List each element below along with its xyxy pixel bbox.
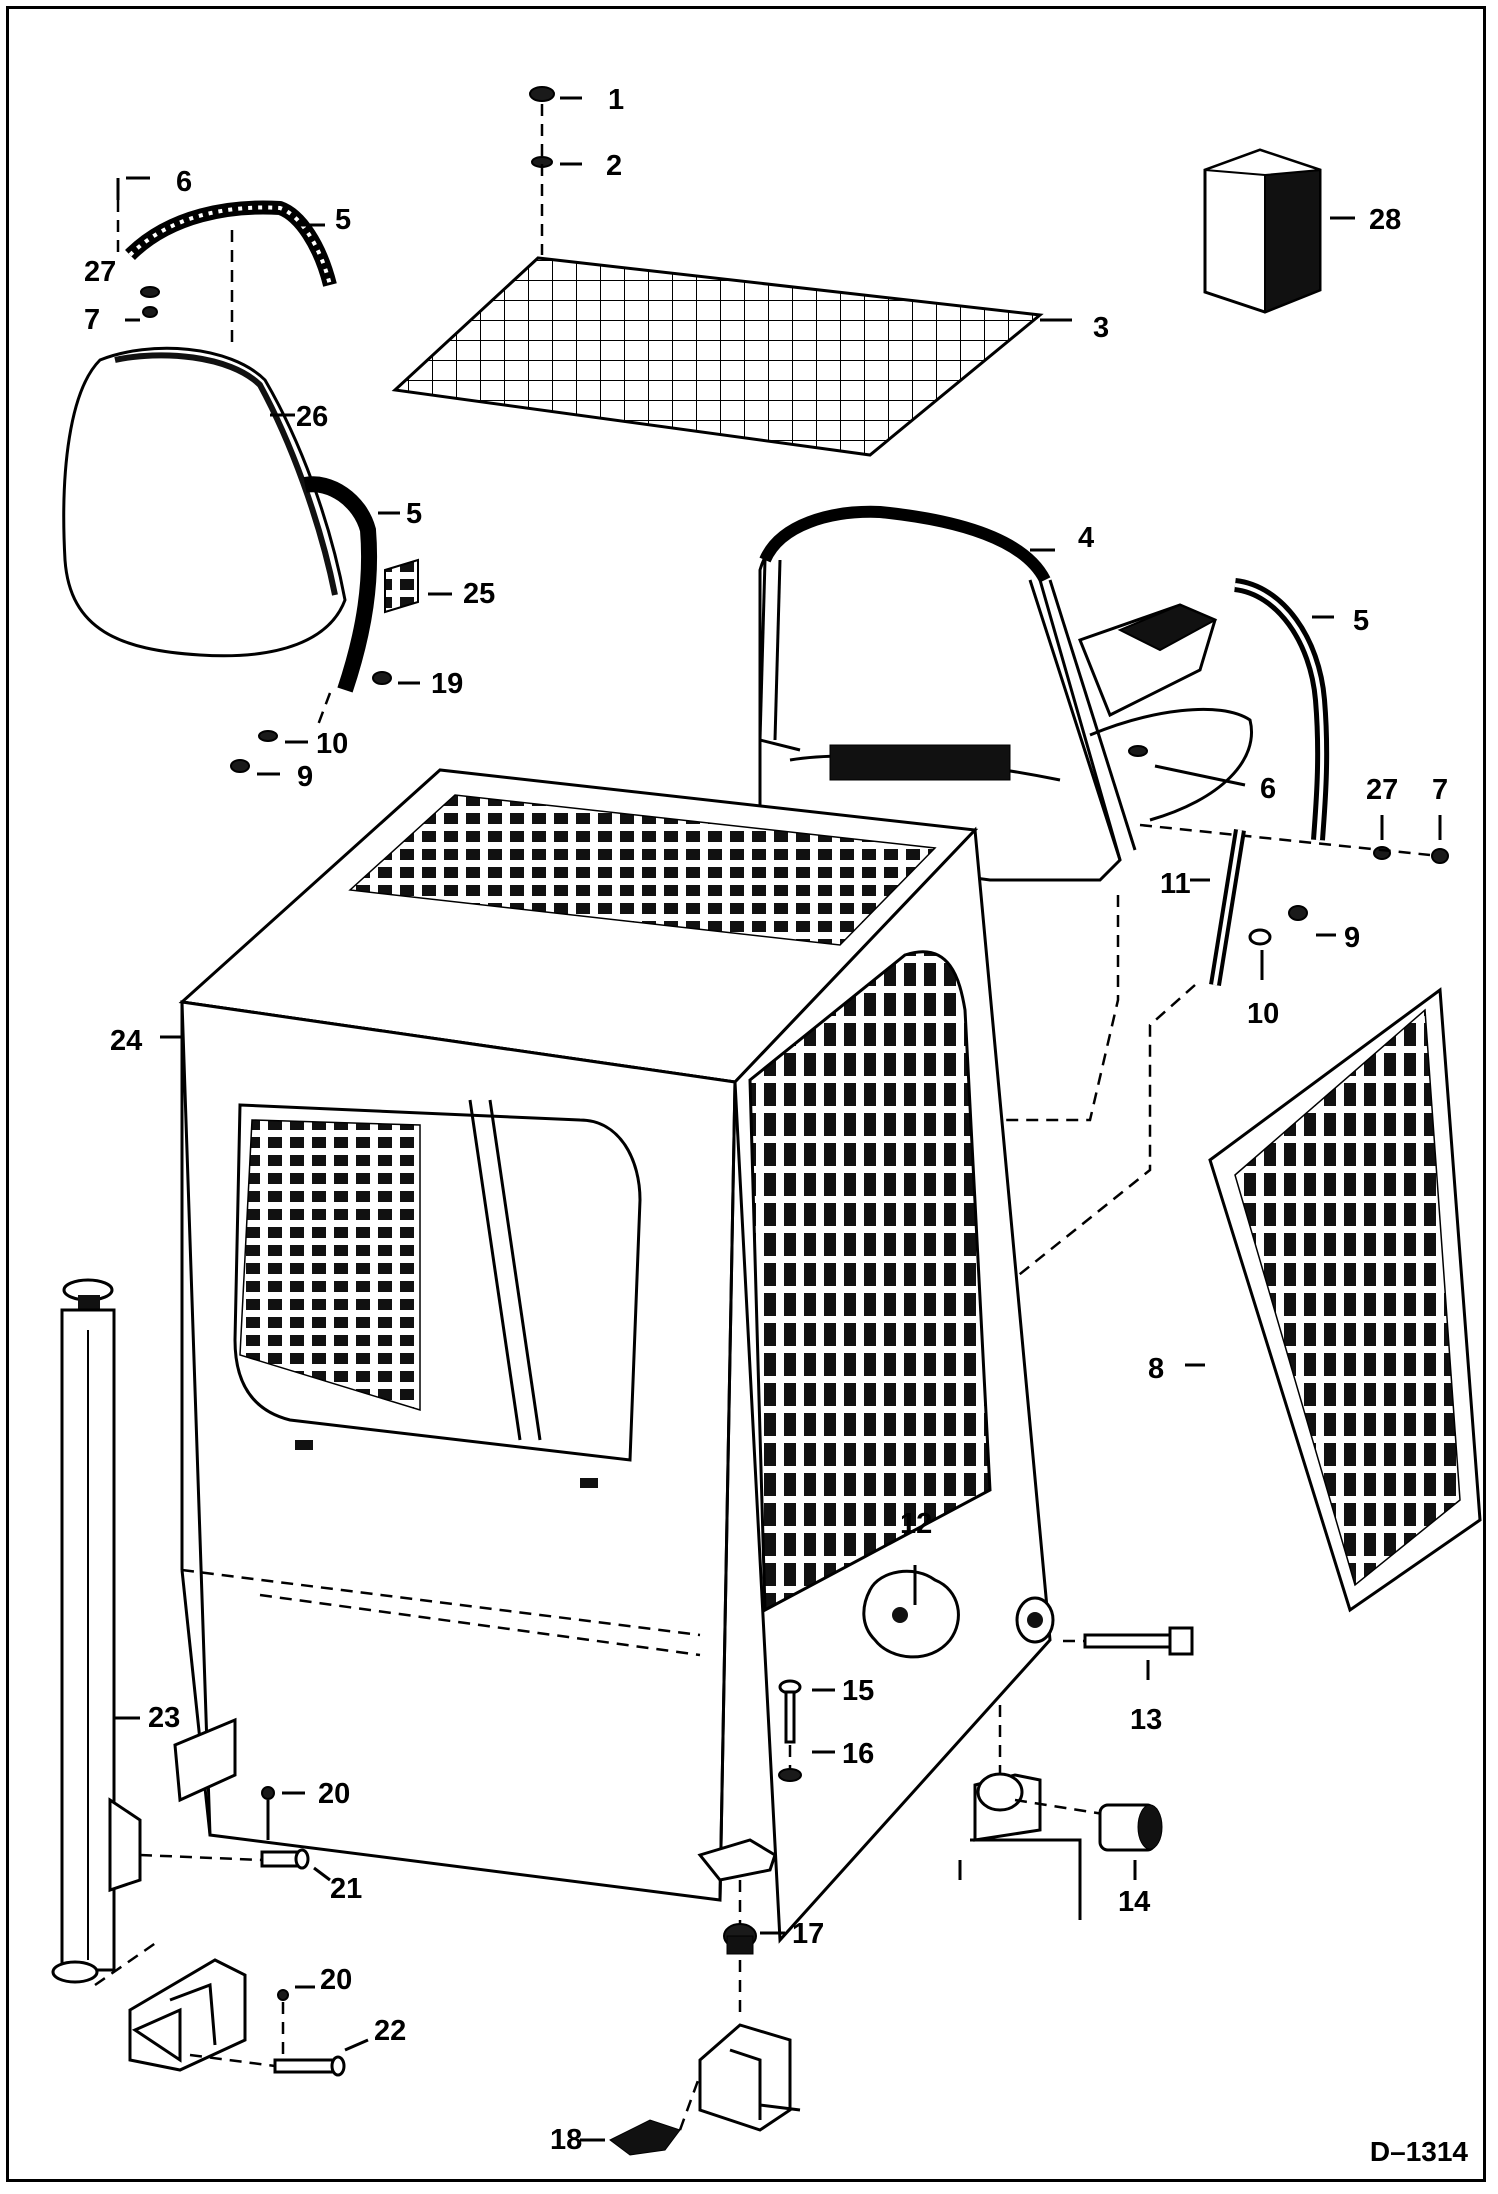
part-3-top-screen — [391, 256, 1072, 457]
callout-27-right: 27 — [1366, 774, 1399, 806]
part-12-decal — [862, 1565, 960, 1659]
callout-16: 16 — [842, 1738, 875, 1770]
callout-6-left: 6 — [176, 166, 193, 198]
callout-2: 2 — [606, 150, 623, 182]
callout-10-right: 10 — [1247, 998, 1280, 1030]
callout-9-right: 9 — [1344, 922, 1361, 954]
callout-21: 21 — [330, 1873, 363, 1905]
drawing-id: D–1314 — [1369, 2136, 1468, 2167]
part-5-trim-middle — [303, 476, 400, 693]
callout-14: 14 — [1118, 1886, 1151, 1918]
part-13-pin — [1015, 1596, 1194, 1680]
callout-22: 22 — [374, 2015, 407, 2047]
part-4-seat — [758, 505, 1253, 882]
part-11-strut — [1190, 829, 1336, 986]
part-28-filter-box — [1203, 148, 1355, 314]
callout-6-right: 6 — [1260, 773, 1277, 805]
part-22-bracket — [94, 1938, 369, 2077]
callout-5-right: 5 — [1353, 605, 1370, 637]
part-17-isolator — [697, 1838, 785, 2020]
part-25-decal — [384, 558, 452, 614]
callout-12: 12 — [900, 1508, 933, 1540]
callout-5-middle: 5 — [406, 498, 423, 530]
callout-25: 25 — [463, 578, 496, 610]
left-upper-hardware — [116, 176, 337, 350]
callout-3: 3 — [1093, 312, 1110, 344]
callout-1: 1 — [608, 84, 625, 116]
callout-20-upper: 20 — [318, 1778, 351, 1810]
callout-19: 19 — [431, 668, 464, 700]
callout-5-top: 5 — [335, 204, 352, 236]
part-8-rear-screen — [1185, 987, 1482, 1613]
callout-4: 4 — [1078, 522, 1095, 554]
part-23-pillar — [51, 1278, 237, 1984]
callout-28: 28 — [1369, 204, 1402, 236]
part-24-cab — [160, 768, 1052, 1944]
callout-13: 13 — [1130, 1704, 1163, 1736]
callout-11: 11 — [1160, 868, 1191, 900]
callout-23: 23 — [148, 1702, 181, 1734]
callout-7-right: 7 — [1432, 774, 1449, 806]
part-1-nut — [529, 86, 582, 102]
callout-24: 24 — [110, 1025, 143, 1057]
part-26-seat-cushion — [62, 346, 347, 658]
part-21-pin — [139, 1848, 331, 1882]
callout-15: 15 — [842, 1675, 875, 1707]
callout-18: 18 — [550, 2124, 583, 2156]
part-18-clip — [580, 2023, 801, 2156]
callout-7-left: 7 — [84, 304, 101, 336]
callout-10-left: 10 — [316, 728, 349, 760]
right-seat-hardware — [1128, 578, 1449, 864]
part-20-screw-upper — [261, 1786, 305, 1840]
callout-17: 17 — [792, 1918, 825, 1950]
callout-27-left: 27 — [84, 256, 117, 288]
callout-8: 8 — [1148, 1353, 1165, 1385]
callout-9-left: 9 — [297, 761, 314, 793]
part-15-bolt — [778, 1679, 835, 1782]
part-14-bushing — [958, 1705, 1163, 1920]
left-lower-hardware — [230, 671, 420, 776]
callout-20-lower: 20 — [320, 1964, 353, 1996]
part-2-washer — [531, 156, 582, 168]
callout-26: 26 — [296, 401, 329, 433]
